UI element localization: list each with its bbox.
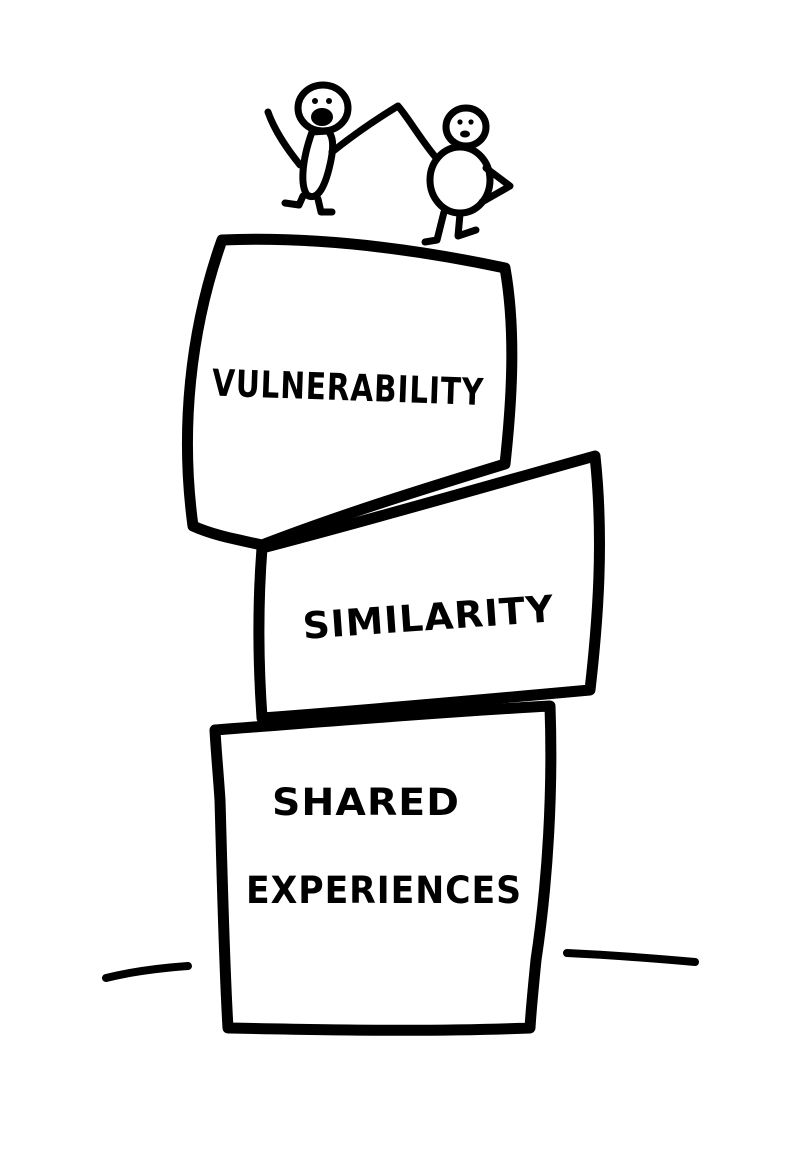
- stick-figure-left: [264, 81, 352, 216]
- left-figure-leg-right: [314, 195, 336, 216]
- block-vulnerability: [181, 233, 518, 551]
- block-shared-experiences: [209, 700, 557, 1036]
- left-figure-body: [299, 127, 337, 200]
- block-similarity: [253, 450, 605, 724]
- right-figure-leg-left: [421, 208, 448, 246]
- stick-figure-right: [421, 104, 514, 246]
- left-figure-face: [311, 98, 333, 126]
- label-shared: SHARED: [272, 781, 460, 824]
- right-figure-arm-hip: [478, 164, 514, 206]
- label-vulnerability: VULNERABILITY: [211, 362, 484, 414]
- right-figure-head: [442, 104, 490, 150]
- holding-hands-arms: [328, 102, 442, 164]
- left-figure-leg-left: [281, 192, 307, 209]
- label-experiences: EXPERIENCES: [246, 869, 522, 912]
- left-figure-arm-left: [264, 108, 304, 169]
- right-figure-face: [457, 119, 474, 138]
- ground-line-right: [563, 949, 699, 966]
- ground-line-left: [102, 962, 192, 982]
- right-figure-leg-right: [454, 210, 480, 240]
